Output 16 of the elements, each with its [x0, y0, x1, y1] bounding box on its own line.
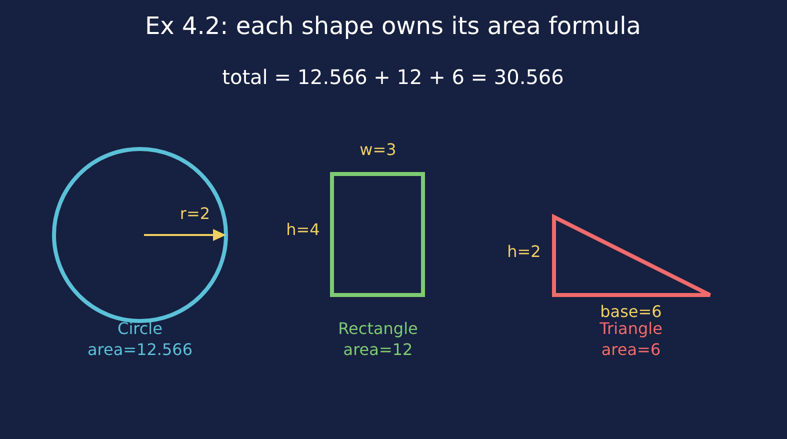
dimension-label: base=6: [600, 303, 662, 321]
total-formula: total = 12.566 + 12 + 6 = 30.566: [222, 66, 564, 88]
dimension-label: h=2: [507, 243, 541, 261]
shape-name: Triangle: [600, 320, 662, 338]
dimension-label: h=4: [286, 221, 320, 239]
dimension-label: r=2: [180, 205, 210, 223]
area-value: area=6: [601, 341, 661, 359]
dimension-label: w=3: [360, 141, 396, 159]
area-value: area=12: [343, 341, 413, 359]
shape-name: Circle: [118, 320, 162, 338]
rectangle-shape: [330, 172, 425, 297]
diagram-title: Ex 4.2: each shape owns its area formula: [145, 12, 641, 40]
circle-shape: [52, 147, 228, 323]
area-value: area=12.566: [87, 341, 193, 359]
triangle-shape: [552, 215, 712, 297]
shape-name: Rectangle: [338, 320, 418, 338]
